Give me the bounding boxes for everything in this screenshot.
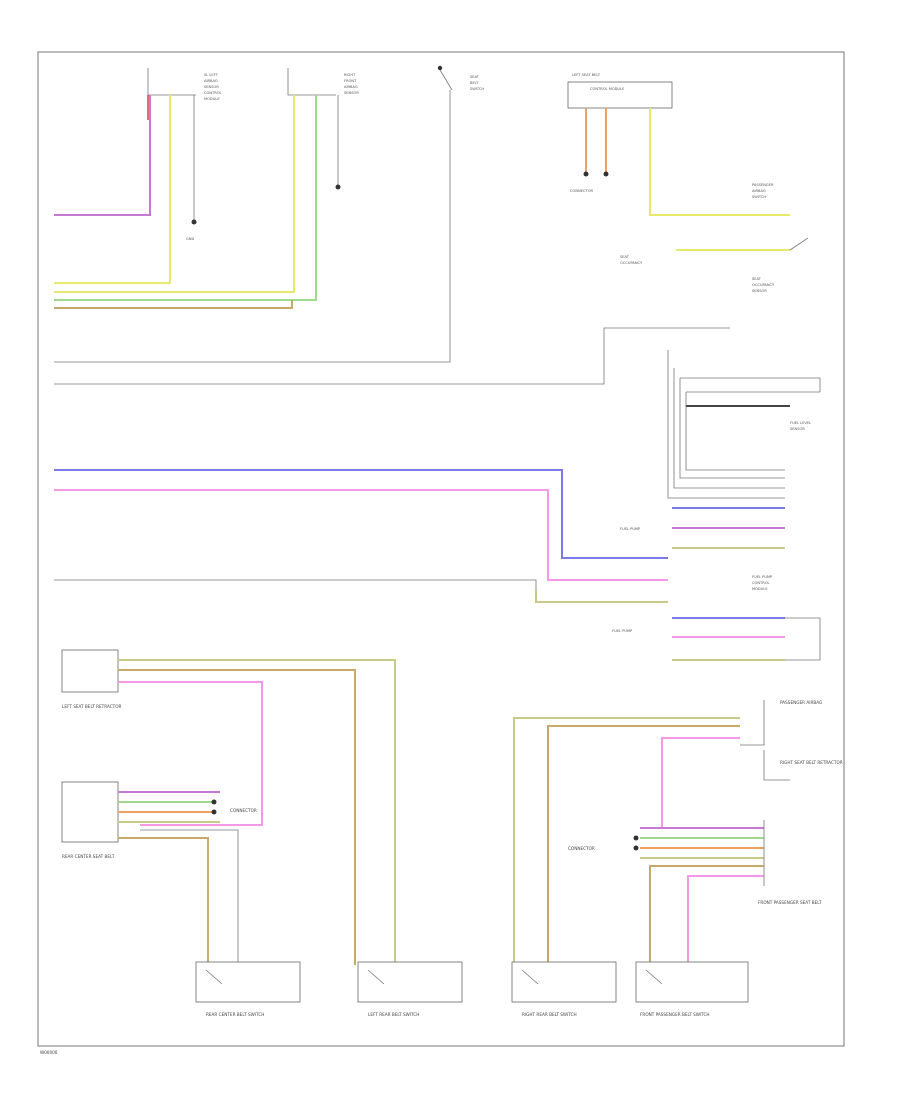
- wire-gray-1: [54, 90, 451, 363]
- svg-text:SEAT: SEAT: [752, 277, 762, 281]
- svg-text:CONTROL: CONTROL: [752, 581, 770, 585]
- svg-text:CONNECTOR: CONNECTOR: [568, 846, 595, 851]
- wire-pink-2: [118, 681, 263, 826]
- svg-text:SENSOR: SENSOR: [790, 427, 805, 431]
- svg-text:FRONT PASSENGER SEAT BELT: FRONT PASSENGER SEAT BELT: [758, 900, 822, 905]
- svg-text:SWITCH: SWITCH: [752, 195, 766, 199]
- wire-tan-3: [118, 837, 209, 965]
- top-right-module: LEFT SEAT BELT CONTROL MODULE: [567, 73, 673, 109]
- svg-text:CONNECTOR: CONNECTOR: [570, 189, 594, 193]
- wire-yellow-2: [54, 95, 295, 293]
- top-mid-module: RIGHT FRONT AIRBAG SENSOR: [287, 68, 359, 96]
- wire-khaki-2: [118, 659, 396, 965]
- svg-text:LEFT SEAT BELT: LEFT SEAT BELT: [572, 73, 601, 77]
- rear-center-seatbelt: REAR CENTER SEAT BELT: [61, 781, 119, 859]
- svg-text:CONTROL: CONTROL: [204, 91, 222, 95]
- wire-tan-4: [547, 725, 740, 965]
- svg-text:MODULE: MODULE: [204, 97, 220, 101]
- svg-text:FRONT: FRONT: [344, 79, 357, 83]
- ground-1: [191, 219, 197, 225]
- wire-white-1: [54, 327, 730, 385]
- svg-text:FUEL PUMP: FUEL PUMP: [620, 527, 641, 531]
- wire-khaki-1: [535, 590, 668, 603]
- top-switch: SEAT BELT SWITCH: [437, 65, 484, 91]
- wire-green-1: [54, 95, 317, 301]
- svg-text:FUEL PUMP: FUEL PUMP: [752, 575, 773, 579]
- wire-pink-3: [661, 737, 740, 828]
- svg-text:MODULE: MODULE: [752, 587, 768, 591]
- svg-text:RIGHT: RIGHT: [344, 73, 356, 77]
- ground-2: [335, 184, 341, 190]
- wire-khaki-3: [513, 717, 740, 965]
- svg-text:RIGHT REAR BELT SWITCH: RIGHT REAR BELT SWITCH: [522, 1012, 577, 1017]
- svg-text:OCCUPANCY: OCCUPANCY: [752, 283, 775, 287]
- diagram-frame: [37, 51, 845, 1047]
- fuel-level-sensor: FUEL LEVEL SENSOR: [667, 350, 821, 499]
- switch-right-rear: RIGHT REAR BELT SWITCH: [511, 961, 617, 1017]
- svg-text:OCCUPANCY: OCCUPANCY: [620, 261, 643, 265]
- wire-white-2: [54, 579, 668, 603]
- svg-text:SENSOR: SENSOR: [204, 85, 219, 89]
- wire-yellow-1: [54, 95, 171, 284]
- svg-text:SEAT: SEAT: [470, 75, 480, 79]
- svg-text:RIGHT SEAT BELT RETRACTOR: RIGHT SEAT BELT RETRACTOR: [780, 760, 843, 765]
- footer-code: W00000: [40, 1050, 58, 1055]
- top-left-module: SL LEFT AIRBAG SENSOR CONTROL MODULE: [147, 68, 222, 101]
- wire-violet-1: [54, 95, 151, 216]
- svg-text:CONTROL MODULE: CONTROL MODULE: [590, 87, 625, 91]
- svg-text:SWITCH: SWITCH: [470, 87, 484, 91]
- wire-tan-1: [54, 300, 293, 309]
- svg-text:CONNECTOR: CONNECTOR: [230, 808, 257, 813]
- svg-text:AIRBAG: AIRBAG: [344, 85, 358, 89]
- svg-text:PASSENGER AIRBAG: PASSENGER AIRBAG: [780, 700, 822, 705]
- svg-text:FUEL LEVEL: FUEL LEVEL: [790, 421, 811, 425]
- left-seatbelt-retractor: LEFT SEAT BELT RETRACTOR: [61, 649, 122, 709]
- wire-yellow-3: [649, 108, 790, 216]
- svg-text:SEAT: SEAT: [620, 255, 630, 259]
- svg-text:AIRBAG: AIRBAG: [752, 189, 766, 193]
- svg-text:FUEL PUMP: FUEL PUMP: [612, 629, 633, 633]
- wire-pink-1: [54, 489, 668, 581]
- svg-text:FRONT PASSENGER BELT SWITCH: FRONT PASSENGER BELT SWITCH: [640, 1012, 710, 1017]
- svg-text:SL LEFT: SL LEFT: [204, 73, 219, 77]
- svg-text:AIRBAG: AIRBAG: [204, 79, 218, 83]
- svg-text:REAR CENTER BELT SWITCH: REAR CENTER BELT SWITCH: [206, 1012, 264, 1017]
- switch-left-rear: LEFT REAR BELT SWITCH: [357, 961, 463, 1017]
- front-passenger-seatbelt: CONNECTOR FRONT PASSENGER SEAT BELT: [568, 820, 822, 965]
- wire-tan-2: [118, 669, 356, 965]
- svg-text:PASSENGER: PASSENGER: [752, 183, 774, 187]
- wire-blue-1: [54, 469, 668, 559]
- switch-rear-center: REAR CENTER BELT SWITCH: [195, 961, 301, 1017]
- svg-text:BELT: BELT: [470, 81, 479, 85]
- svg-text:REAR CENTER SEAT BELT: REAR CENTER SEAT BELT: [62, 854, 115, 859]
- svg-text:GND: GND: [186, 237, 194, 241]
- svg-text:LEFT REAR BELT SWITCH: LEFT REAR BELT SWITCH: [368, 1012, 419, 1017]
- svg-text:SENSOR: SENSOR: [344, 91, 359, 95]
- switch-front-passenger: FRONT PASSENGER BELT SWITCH: [635, 961, 749, 1017]
- svg-text:SENSOR: SENSOR: [752, 289, 767, 293]
- svg-text:LEFT SEAT BELT RETRACTOR: LEFT SEAT BELT RETRACTOR: [62, 704, 122, 709]
